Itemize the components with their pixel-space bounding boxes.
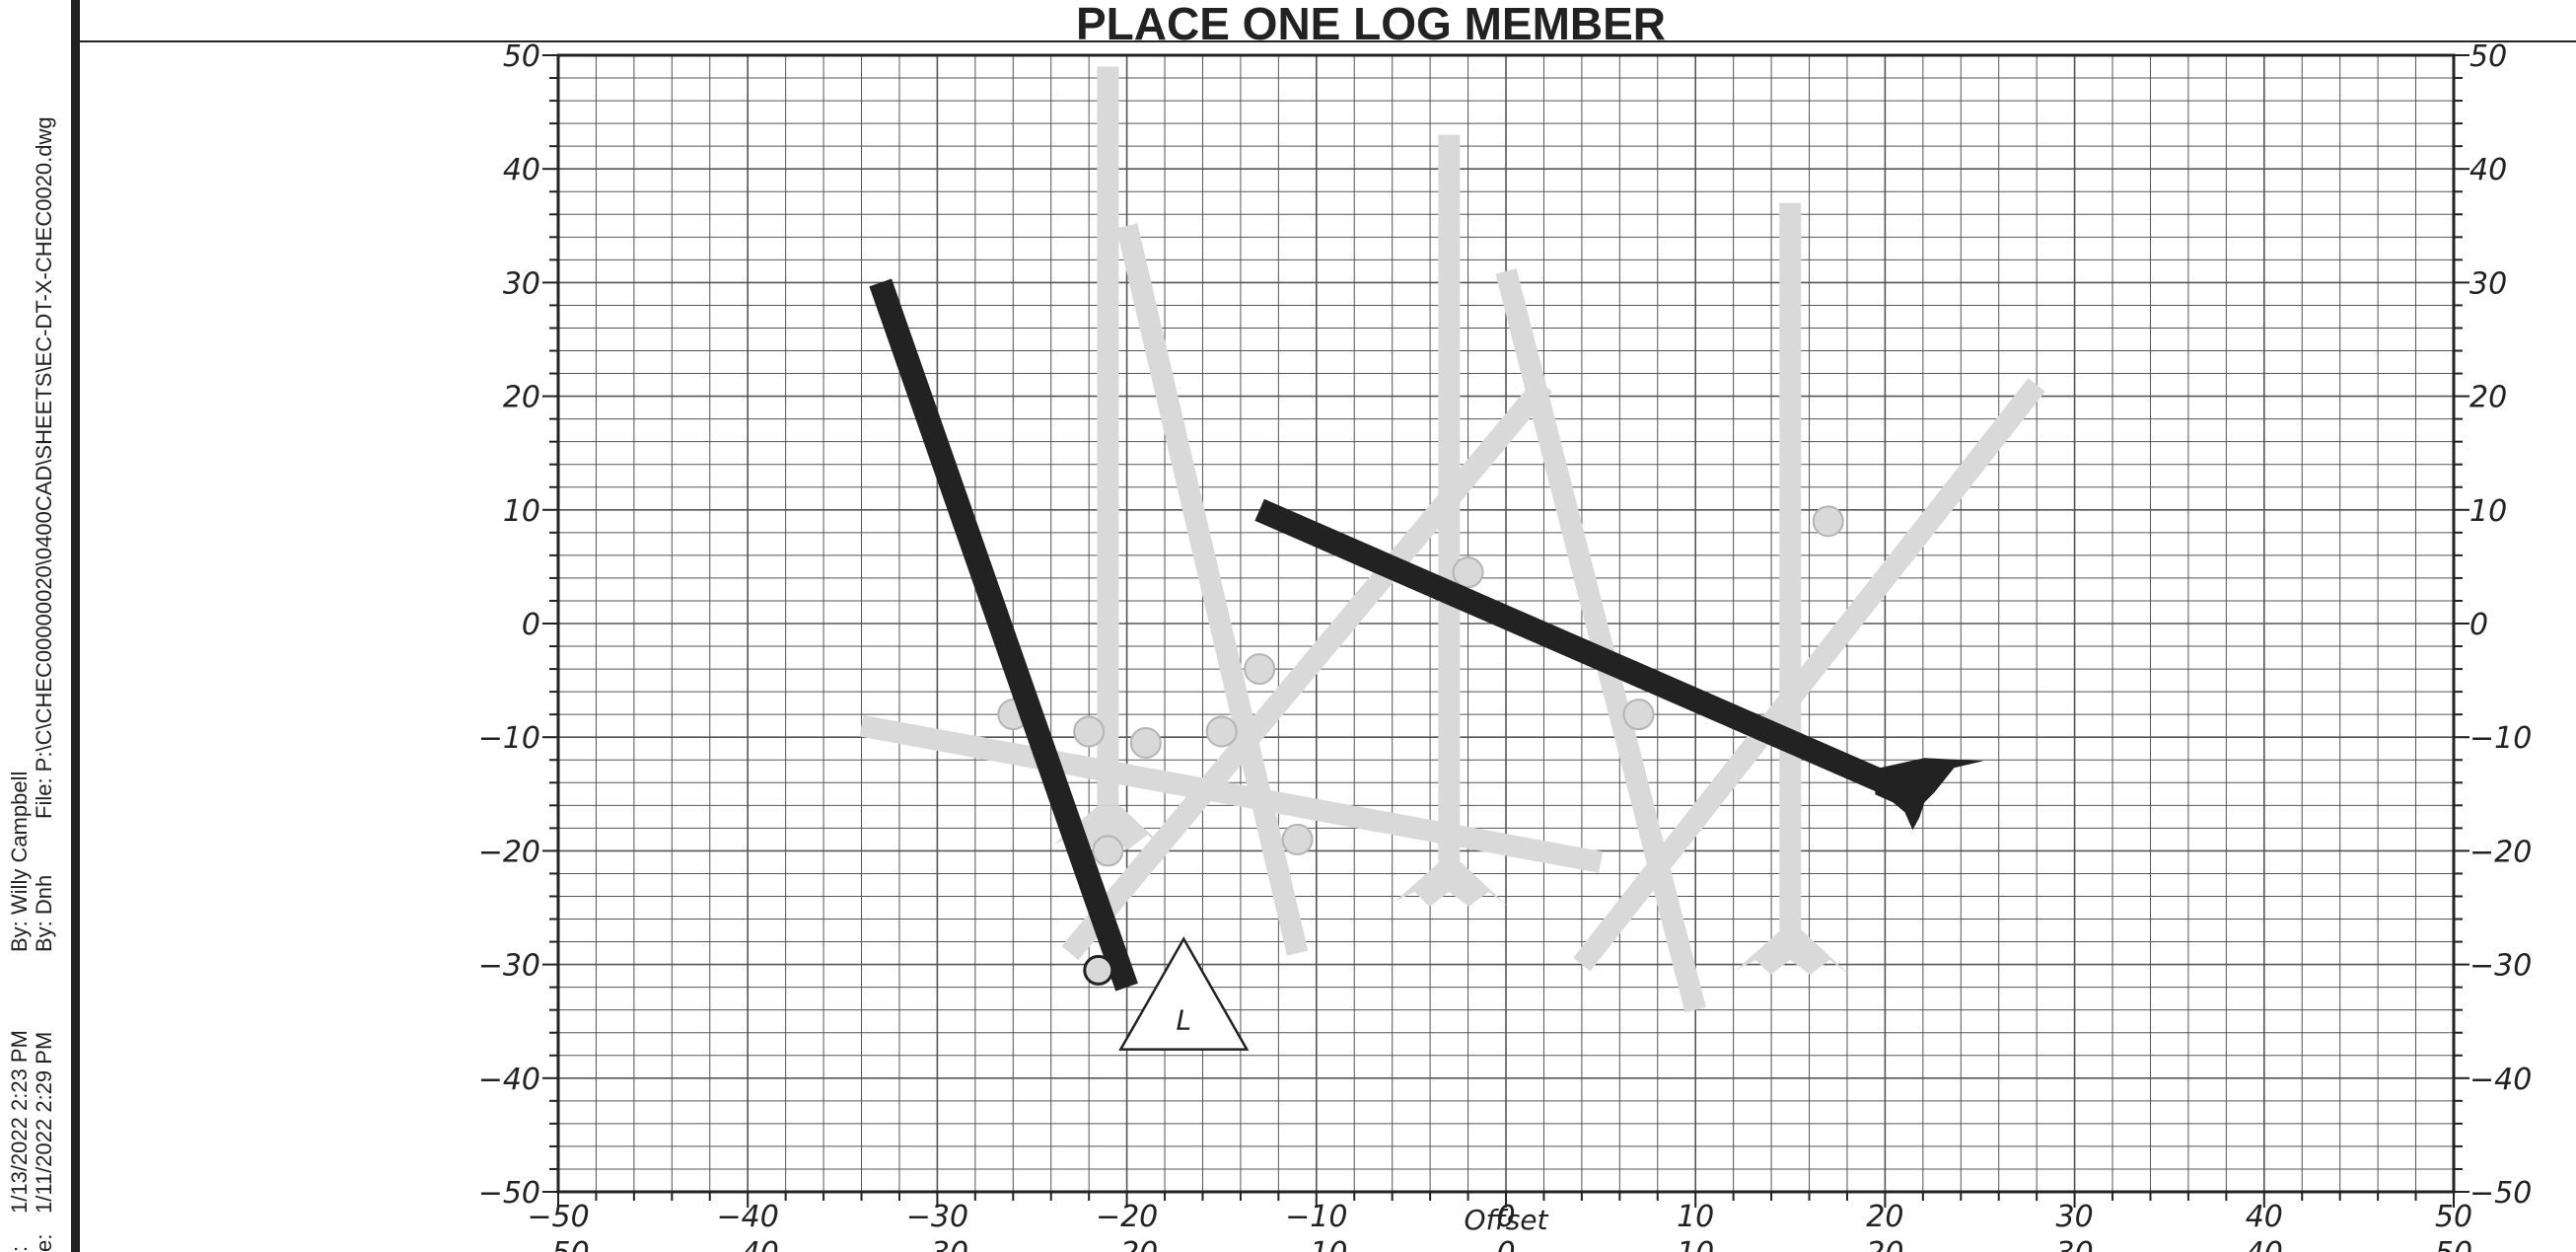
boulder — [1622, 699, 1655, 731]
x-tick-label: −50 — [527, 1200, 589, 1234]
rising-log-a — [1061, 378, 1552, 961]
title-block-text: By: Willy Campbell By: Dnh File: P:\C\CH… — [7, 116, 56, 1252]
drawing-title: PLACE ONE LOG MEMBER — [1076, 0, 1666, 49]
file-path-text: File: P:\C\CHEC00000020\0400CAD\SHEETS\E… — [32, 116, 56, 819]
boulder — [1205, 715, 1238, 748]
boulder — [1092, 835, 1124, 867]
x-tick-label-partial: 0 — [1496, 1236, 1515, 1252]
y-tick-label-left: −40 — [478, 1063, 540, 1097]
x-tick-label: −40 — [717, 1200, 779, 1234]
x-tick-label-partial: 10 — [1677, 1236, 1714, 1252]
save-date-text: 1/11/2022 2:29 PM — [32, 1032, 56, 1214]
x-tick-label-partial: 40 — [2246, 1236, 2283, 1252]
root-wad — [1875, 758, 1984, 831]
y-tick-label-right: 0 — [2469, 608, 2488, 642]
x-tick-label: 50 — [2435, 1200, 2472, 1234]
placed-logs — [869, 278, 1984, 992]
boulder — [1129, 726, 1162, 759]
existing-logs — [859, 66, 2045, 1013]
placed-log-steep — [869, 278, 1138, 992]
x-tick-label-partial: −50 — [527, 1236, 589, 1252]
root-wad — [1736, 930, 1850, 976]
anchor-marker — [1083, 954, 1114, 986]
axis-labels: 50 50 40 40 30 30 20 20 10 10 0 0 −10 −10 −20 −20 −30 −30… — [478, 39, 2533, 1252]
x-tick-label-partial: 30 — [2056, 1236, 2094, 1252]
x-tick-label: −10 — [1285, 1200, 1347, 1234]
y-tick-label-left: 10 — [503, 494, 540, 529]
y-tick-label-right: −20 — [2469, 835, 2532, 869]
y-tick-label-right: −30 — [2469, 949, 2532, 984]
x-tick-label: 0 — [1496, 1200, 1515, 1234]
boulder — [1812, 505, 1844, 538]
boulder — [1073, 715, 1106, 748]
title-block-border — [71, 0, 80, 1252]
y-tick-label-left: 30 — [503, 266, 540, 301]
y-tick-label-left: 40 — [503, 153, 540, 187]
x-tick-label: 10 — [1677, 1200, 1714, 1234]
boulder — [1244, 653, 1276, 686]
x-tick-label-partial: −10 — [1285, 1236, 1347, 1252]
y-tick-label-left: −10 — [478, 721, 540, 756]
root-wad — [1395, 861, 1509, 907]
placed-log-shallow — [1254, 498, 1891, 794]
checked-by-text: By: Dnh — [32, 875, 56, 952]
plot-frame — [542, 53, 2469, 1208]
y-tick-label-right: 40 — [2469, 153, 2507, 187]
boulder — [1281, 823, 1314, 855]
y-tick-label-left: 20 — [503, 381, 540, 415]
horizontal-log — [859, 714, 1604, 873]
boulders — [997, 505, 1844, 867]
y-tick-label-left: −20 — [478, 835, 540, 869]
callout-label: L — [1176, 1004, 1191, 1037]
x-tick-label: 40 — [2246, 1200, 2283, 1234]
y-tick-label-right: 10 — [2469, 494, 2507, 529]
rising-log-b — [1573, 378, 2045, 972]
callout: L — [1118, 936, 1250, 1051]
x-tick-label-partial: 20 — [1866, 1236, 1903, 1252]
drawn-by-text: By: Willy Campbell — [7, 772, 32, 952]
y-tick-label-right: −50 — [2469, 1176, 2532, 1211]
x-tick-label-partial: 50 — [2435, 1236, 2472, 1252]
cut-label-2: e: — [32, 1234, 56, 1252]
callout-triangle — [1118, 936, 1250, 1051]
diagonal-log-a — [1115, 223, 1309, 956]
y-tick-label-left: 50 — [503, 39, 540, 74]
x-tick-label-partial: −40 — [717, 1236, 779, 1252]
y-tick-label-left: −30 — [478, 949, 540, 984]
x-tick-label-partial: −20 — [1096, 1236, 1158, 1252]
x-tick-label-partial: −30 — [906, 1236, 968, 1252]
grid — [557, 54, 2455, 1193]
y-tick-label-right: −40 — [2469, 1063, 2532, 1097]
x-tick-label: −20 — [1096, 1200, 1158, 1234]
y-tick-label-left: −50 — [478, 1176, 540, 1211]
plot-date-text: 1/13/2022 2:23 PM — [7, 1030, 32, 1214]
y-tick-label-right: 50 — [2469, 39, 2507, 74]
x-tick-label: 30 — [2056, 1200, 2094, 1234]
x-tick-label: 20 — [1866, 1200, 1903, 1234]
y-tick-label-right: 30 — [2469, 266, 2507, 301]
cut-label-1: : — [7, 1246, 32, 1252]
boulder — [1452, 556, 1484, 589]
x-tick-label: −30 — [906, 1200, 968, 1234]
x-axis-title: Offset — [1464, 1204, 1548, 1236]
y-tick-label-right: 20 — [2469, 381, 2507, 415]
y-tick-label-right: −10 — [2469, 721, 2532, 756]
y-tick-label-left: 0 — [522, 608, 540, 642]
